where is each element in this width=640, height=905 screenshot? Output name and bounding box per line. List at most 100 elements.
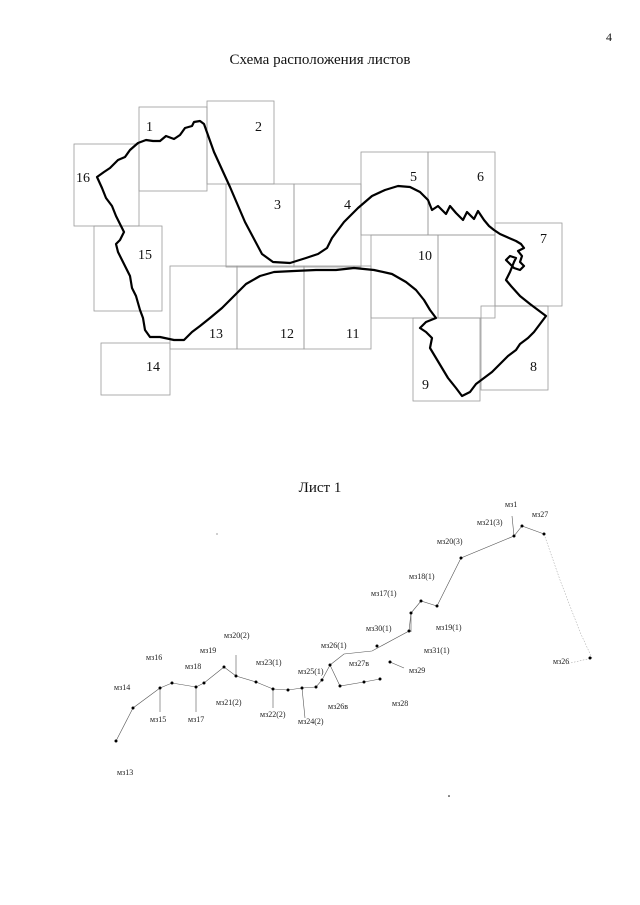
sheet-number: 16 <box>76 171 90 186</box>
point-label: мз20(2) <box>224 631 250 640</box>
network-line <box>301 687 306 719</box>
sheet-number: 15 <box>138 248 152 263</box>
sheet-number: 11 <box>346 327 359 342</box>
survey-point <box>375 644 379 648</box>
scheme-title: Схема расположения листов <box>229 52 411 68</box>
survey-point <box>320 678 324 682</box>
point-label: мз19(1) <box>436 623 462 632</box>
point-label: мз15 <box>150 715 166 724</box>
sheet-numbers: 1 2 3 4 5 6 7 8 9 10 11 12 13 14 15 16 <box>76 120 547 393</box>
sheet-2 <box>206 100 275 185</box>
survey-point <box>286 688 290 692</box>
point-label: мз23(1) <box>256 658 282 667</box>
point-label: мз21(3) <box>477 518 503 527</box>
sheet-number: 6 <box>477 170 484 185</box>
point-label: мз26(1) <box>321 641 347 650</box>
sheet-number: 12 <box>280 327 294 342</box>
network-line <box>543 533 593 665</box>
point-label: мз28 <box>392 699 408 708</box>
sheet-title: Лист 1 <box>298 480 342 496</box>
point-label: мз26 <box>553 657 569 666</box>
point-label: мз16 <box>146 653 162 662</box>
survey-point <box>419 599 423 603</box>
sheet-14 <box>100 342 171 396</box>
point-label: мз29 <box>409 666 425 675</box>
survey-point <box>271 687 275 691</box>
sheet-number: 5 <box>410 170 417 185</box>
point-label: мз17 <box>188 715 204 724</box>
sheet-number: 14 <box>146 360 160 375</box>
survey-point <box>194 685 198 689</box>
point-label: мз18(1) <box>409 572 435 581</box>
survey-point <box>459 556 463 560</box>
survey-point <box>388 660 392 664</box>
point-label: мз19 <box>200 646 216 655</box>
network-line <box>329 525 545 666</box>
page-number: 4 <box>606 30 612 44</box>
point-label: мз26в <box>328 702 348 711</box>
network-line <box>389 661 405 669</box>
point-label: мз27в <box>349 659 369 668</box>
sheet-13 <box>169 265 238 350</box>
sheet-3 <box>225 183 295 268</box>
stray-mark <box>216 533 218 535</box>
survey-point <box>338 684 342 688</box>
point-label: мз18 <box>185 662 201 671</box>
sheet-number: 10 <box>418 249 432 264</box>
point-label: мз22(2) <box>260 710 286 719</box>
stray-mark <box>448 795 450 797</box>
point-label: мз17(1) <box>371 589 397 598</box>
sheet-number: 13 <box>209 327 223 342</box>
point-label: мз30(1) <box>366 624 392 633</box>
survey-point <box>588 656 592 660</box>
point-label: мз20(3) <box>437 537 463 546</box>
sheet-11 <box>303 265 372 350</box>
sheet-number: 3 <box>274 198 281 213</box>
sheet-15 <box>93 225 163 312</box>
survey-point <box>300 686 304 690</box>
survey-point <box>158 686 162 690</box>
survey-point <box>314 685 318 689</box>
sheet-grid <box>73 100 563 402</box>
sheet-number: 7 <box>540 232 547 247</box>
sheet-16 <box>73 143 140 227</box>
survey-point <box>520 524 524 528</box>
point-label: мз21(2) <box>216 698 242 707</box>
point-label: мз31(1) <box>424 646 450 655</box>
sheet-number: 1 <box>146 120 153 135</box>
point-label: мз24(2) <box>298 717 324 726</box>
survey-point <box>202 681 206 685</box>
survey-point <box>131 706 135 710</box>
point-network: мз1 мз27 мз21(3) мз20(3) мз18(1) мз17(1)… <box>114 500 593 777</box>
survey-point <box>234 674 238 678</box>
sheet-number: 2 <box>255 120 262 135</box>
survey-point <box>328 663 332 667</box>
survey-point <box>409 611 413 615</box>
sheet-number: 8 <box>530 360 537 375</box>
sheet-number: 9 <box>422 378 429 393</box>
sheet-4 <box>293 183 362 268</box>
survey-point <box>254 680 258 684</box>
sheet-5 <box>360 151 429 236</box>
sheet-8 <box>480 305 549 391</box>
point-label: мз13 <box>117 768 133 777</box>
territory-boundary <box>95 119 548 398</box>
survey-point <box>435 604 439 608</box>
point-label: мз27 <box>532 510 548 519</box>
network-line <box>511 515 515 537</box>
survey-point <box>222 665 226 669</box>
survey-point <box>512 534 516 538</box>
point-label: мз14 <box>114 683 130 692</box>
sheet-number: 4 <box>344 198 351 213</box>
survey-point <box>362 680 366 684</box>
point-label: мз25(1) <box>298 667 324 676</box>
survey-point <box>378 677 382 681</box>
survey-point <box>114 739 118 743</box>
survey-point <box>542 532 546 536</box>
point-label: мз1 <box>505 500 517 509</box>
survey-point <box>170 681 174 685</box>
network-line <box>115 664 381 742</box>
survey-point <box>407 629 411 633</box>
sheet-10b <box>437 234 496 319</box>
